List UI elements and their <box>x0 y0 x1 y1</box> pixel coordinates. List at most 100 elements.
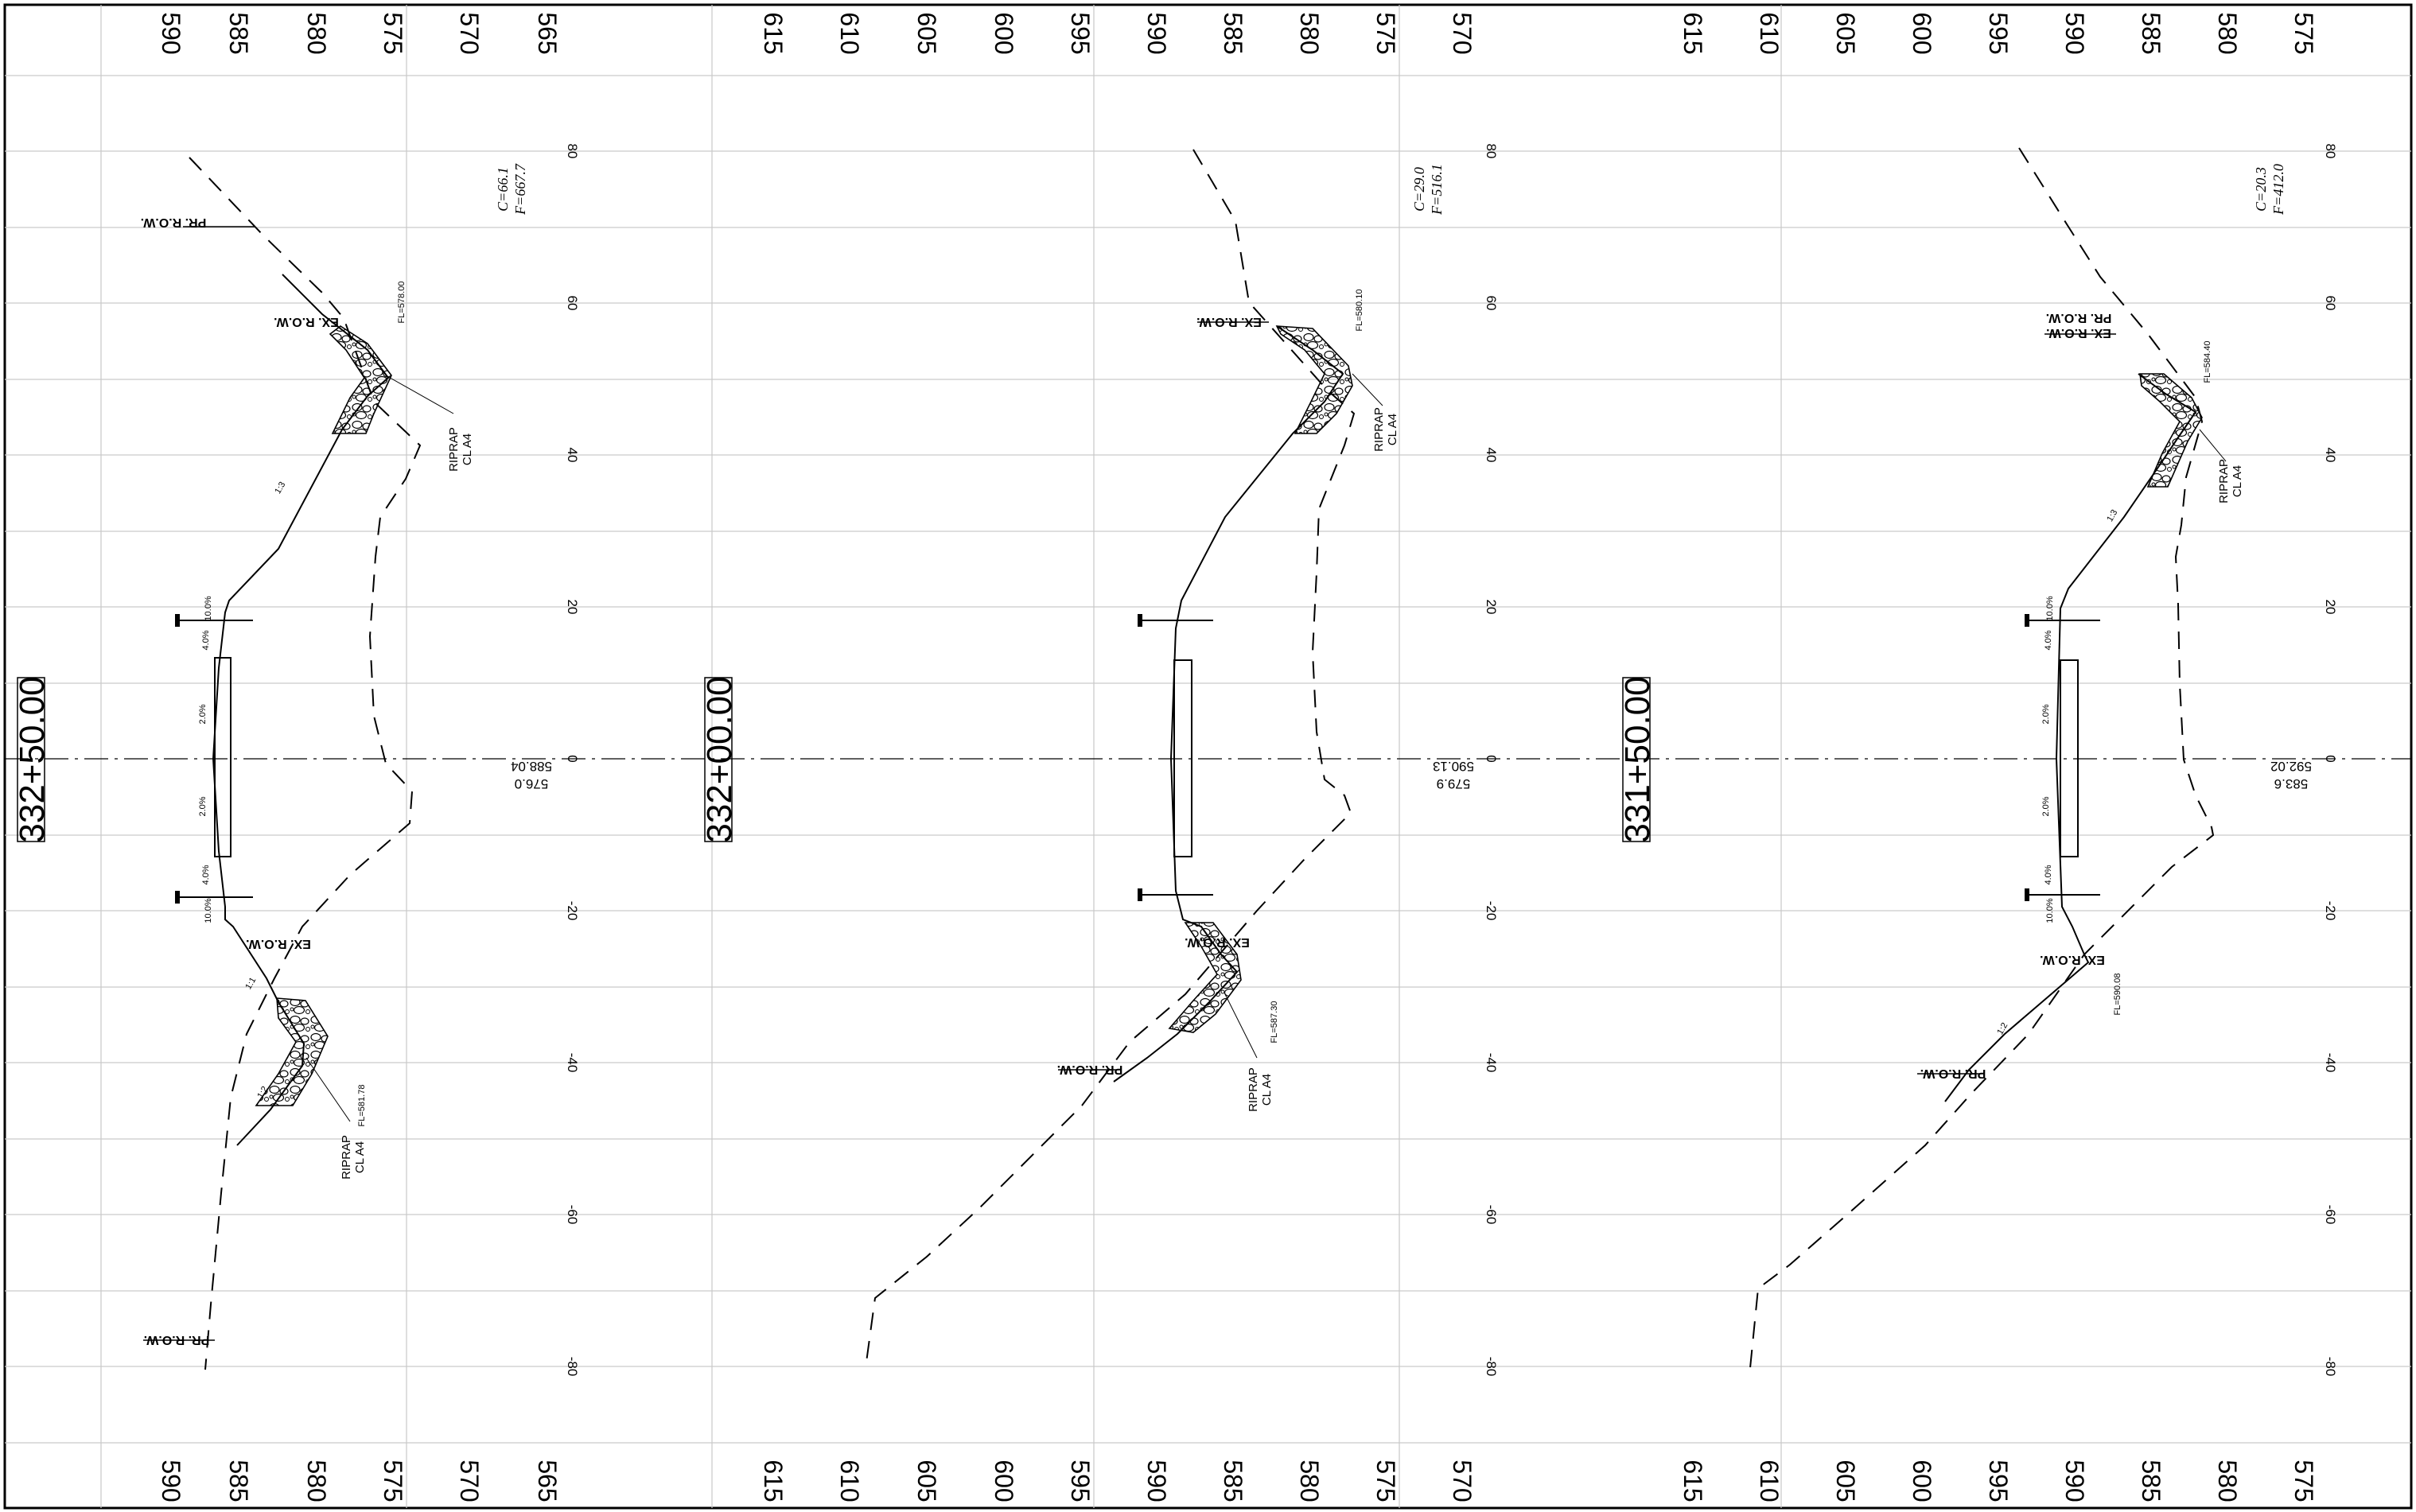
svg-text:-40: -40 <box>2323 1053 2338 1073</box>
svg-text:590: 590 <box>157 12 185 54</box>
svg-text:-20: -20 <box>2323 901 2338 921</box>
svg-text:610: 610 <box>835 1460 864 1502</box>
svg-text:600: 600 <box>1908 1460 1936 1502</box>
svg-text:-80: -80 <box>2323 1357 2338 1377</box>
svg-text:EX. R.O.W.: EX. R.O.W. <box>2046 326 2111 340</box>
svg-text:EX. R.O.W.: EX. R.O.W. <box>2040 953 2105 966</box>
svg-text:-60: -60 <box>565 1205 580 1225</box>
svg-text:600: 600 <box>1908 12 1936 54</box>
svg-text:610: 610 <box>1755 12 1784 54</box>
svg-text:575: 575 <box>379 1460 407 1502</box>
svg-text:-80: -80 <box>1484 1357 1499 1377</box>
svg-text:580: 580 <box>1295 12 1324 54</box>
svg-text:FL=578.00: FL=578.00 <box>397 282 407 324</box>
svg-text:595: 595 <box>1066 12 1095 54</box>
svg-text:575: 575 <box>2290 1460 2318 1502</box>
svg-text:580: 580 <box>302 12 331 54</box>
svg-text:FL=584.40: FL=584.40 <box>2203 341 2212 383</box>
station-label: 332+00.00 <box>700 676 739 842</box>
svg-text:615: 615 <box>759 1460 788 1502</box>
svg-text:2.0%: 2.0% <box>198 796 208 816</box>
svg-text:EX. R.O.W.: EX. R.O.W. <box>246 937 311 950</box>
svg-text:FL=580.10: FL=580.10 <box>1355 290 1364 332</box>
svg-text:565: 565 <box>533 1460 562 1502</box>
svg-text:585: 585 <box>1219 1460 1247 1502</box>
svg-text:570: 570 <box>455 12 484 54</box>
svg-text:20: 20 <box>565 600 580 615</box>
svg-text:RIPRAP: RIPRAP <box>1372 407 1386 452</box>
elevation-gridlines <box>100 5 1782 1508</box>
svg-text:1:3: 1:3 <box>2105 508 2119 523</box>
svg-text:20: 20 <box>2323 600 2338 615</box>
riprap-right <box>329 325 392 434</box>
svg-text:80: 80 <box>565 144 580 159</box>
svg-text:RIPRAP: RIPRAP <box>2217 459 2231 503</box>
elevation-labels-bottom: 615 610 605 600 595 590 585 580 575 570 <box>759 1460 1476 1502</box>
svg-text:-60: -60 <box>1484 1205 1499 1225</box>
svg-text:FL=581.78: FL=581.78 <box>357 1085 367 1127</box>
svg-text:2.0%: 2.0% <box>198 704 208 724</box>
svg-text:579.9: 579.9 <box>1437 776 1471 791</box>
svg-text:EX. R.O.W.: EX. R.O.W. <box>1185 935 1250 949</box>
offset-labels: 80 60 40 20 0 -20 -40 -60 -80 <box>2323 144 2338 1377</box>
svg-text:595: 595 <box>1984 12 2013 54</box>
riprap-right <box>2139 373 2203 488</box>
riprap-left <box>255 997 329 1106</box>
svg-text:CL A4: CL A4 <box>2231 465 2244 497</box>
svg-text:60: 60 <box>1484 296 1499 311</box>
svg-text:580: 580 <box>2213 1460 2242 1502</box>
svg-text:CL A4: CL A4 <box>461 433 474 465</box>
svg-text:80: 80 <box>2323 144 2338 159</box>
svg-text:-80: -80 <box>565 1357 580 1377</box>
svg-text:40: 40 <box>1484 448 1499 463</box>
svg-text:605: 605 <box>1831 12 1860 54</box>
svg-text:615: 615 <box>1679 1460 1707 1502</box>
svg-text:F=667.7: F=667.7 <box>512 163 528 216</box>
svg-text:1:1: 1:1 <box>243 976 258 991</box>
svg-text:592.02: 592.02 <box>2270 759 2312 774</box>
svg-text:570: 570 <box>1448 1460 1476 1502</box>
svg-text:605: 605 <box>1831 1460 1860 1502</box>
svg-text:575: 575 <box>2290 12 2318 54</box>
svg-text:605: 605 <box>912 1460 941 1502</box>
existing-ground-line <box>865 149 1356 1369</box>
svg-text:590.13: 590.13 <box>1433 759 1474 774</box>
svg-text:10.0%: 10.0% <box>204 898 213 923</box>
svg-text:C=29.0: C=29.0 <box>1411 167 1427 212</box>
riprap-left <box>1168 922 1242 1033</box>
svg-text:-20: -20 <box>1484 901 1499 921</box>
svg-text:331+50.00: 331+50.00 <box>1618 676 1657 842</box>
svg-text:CL A4: CL A4 <box>1386 414 1399 445</box>
svg-text:576.0: 576.0 <box>515 776 549 791</box>
svg-text:605: 605 <box>912 12 941 54</box>
svg-text:610: 610 <box>1755 1460 1784 1502</box>
svg-text:20: 20 <box>1484 600 1499 615</box>
svg-text:-40: -40 <box>565 1053 580 1073</box>
svg-text:595: 595 <box>1984 1460 2013 1502</box>
offset-labels: 80 60 40 20 0 -20 -40 -60 -80 <box>565 144 580 1377</box>
svg-text:4.0%: 4.0% <box>2044 865 2053 884</box>
svg-text:2.0%: 2.0% <box>2041 796 2051 816</box>
existing-ground-line <box>1749 147 2215 1369</box>
svg-text:585: 585 <box>2137 12 2165 54</box>
svg-text:-40: -40 <box>1484 1053 1499 1073</box>
svg-text:2.0%: 2.0% <box>2041 704 2051 724</box>
svg-text:4.0%: 4.0% <box>201 630 211 650</box>
svg-text:FL=590.08: FL=590.08 <box>2113 974 2122 1016</box>
svg-text:585: 585 <box>2137 1460 2165 1502</box>
elevation-labels-top: 615 610 605 600 595 590 585 580 575 <box>1679 12 2318 54</box>
svg-text:570: 570 <box>455 1460 484 1502</box>
pavement-layer <box>214 657 231 857</box>
svg-text:332+00.00: 332+00.00 <box>700 676 739 842</box>
svg-text:10.0%: 10.0% <box>204 596 213 620</box>
svg-text:C=20.3: C=20.3 <box>2253 167 2269 212</box>
svg-text:0: 0 <box>2323 755 2338 762</box>
offset-gridlines <box>5 75 2411 1444</box>
svg-text:80: 80 <box>1484 144 1499 159</box>
elevation-labels-top: 590 585 580 575 570 565 <box>157 12 562 54</box>
riprap-right <box>1275 325 1353 434</box>
offset-labels: 80 60 40 20 0 -20 -40 -60 -80 <box>1484 144 1499 1377</box>
svg-text:PR. R.O.W.: PR. R.O.W. <box>141 216 207 229</box>
svg-text:EX. R.O.W.: EX. R.O.W. <box>274 315 339 328</box>
